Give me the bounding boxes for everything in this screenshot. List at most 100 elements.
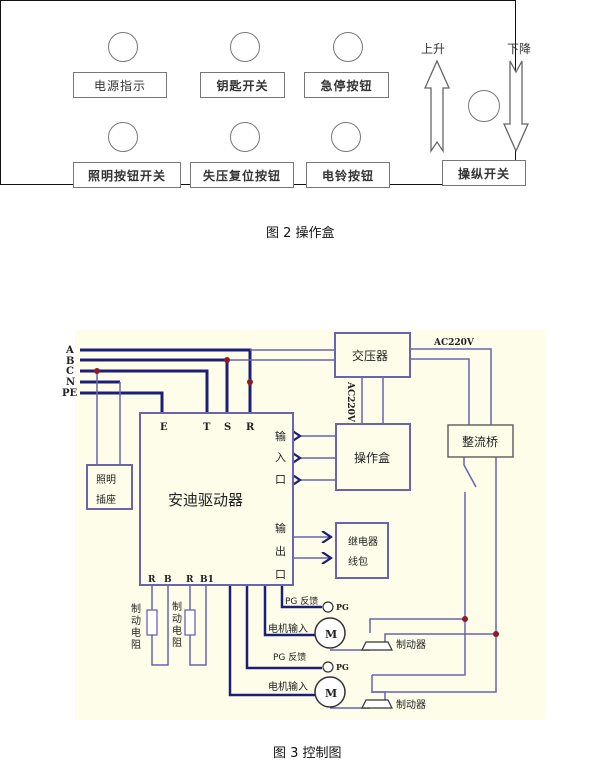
junction-dot [247,379,253,385]
wire-rectifier-left [372,492,466,676]
motor-2-icon [314,676,346,708]
key-switch-lamp[interactable] [230,32,260,62]
socket-label-1: 照明 [96,474,116,486]
key-switch-label[interactable]: 钥匙开关 [200,72,285,98]
motor-input-2-wire [228,585,315,697]
input-port-char-3: 口 [275,473,286,486]
wire-ac-rectifier-1 [410,348,492,425]
bell-button-label[interactable]: 电铃按钮 [306,162,390,188]
down-label: 下降 [507,42,532,56]
wire-brake1-a [369,618,465,633]
up-label: 上升 [421,42,446,56]
pg-2-label: PG [336,662,349,672]
transformer-box [334,332,411,378]
junction-dot [493,631,499,637]
motor-input-1-label: 电机输入 [268,622,308,635]
lighting-switch-lamp[interactable] [108,122,138,152]
socket-label-2: 插座 [96,493,116,506]
pg-1-label: PG [336,602,349,612]
phase-label-a: A [65,345,74,356]
undervoltage-reset-label[interactable]: 失压复位按钮 [190,162,294,188]
down-arrow-icon [502,60,530,153]
line-c [80,369,209,412]
brake-resistor-1-char: 阻 [131,639,141,651]
terminal-bottom-b: B [164,575,172,585]
joystick-arrows [423,59,530,154]
output-port-char-2: 出 [275,544,286,558]
brake-resistor-2-char: 动 [172,613,182,625]
wire-brake2-b [372,691,386,700]
brake-resistor-2-char: 电 [172,624,182,637]
wire-ac-rectifier-2 [410,358,470,425]
operation-box [335,423,411,491]
phase-label-n: N [66,377,75,388]
brake-2-icon [361,699,393,709]
pg-encoder-2-icon [322,661,334,673]
terminal-t: T [203,422,211,433]
brake-1-icon [361,641,393,651]
wire-rectifier-right [372,457,497,693]
terminal-bottom-b1: B1 [200,575,214,585]
pg-feedback-1-wire [280,585,322,609]
rectifier-label: 整流桥 [462,434,498,449]
brake-resistor-1-char: 动 [131,615,141,627]
brake-2-label: 制动器 [396,698,426,711]
motor-1-label: M [325,628,337,641]
bell-button-lamp[interactable] [331,122,361,152]
relay-coil-box [335,522,389,579]
operation-box-label: 操作盒 [354,450,390,465]
figure2-caption: 图 2 操作盒 [266,226,335,241]
pg-feedback-2-label: PG 反馈 [273,651,306,663]
relay-label-1: 继电器 [348,535,378,548]
terminal-s: S [224,422,231,433]
rectifier-box [447,424,514,458]
wire-brake1-b [384,633,496,642]
output-port-char-3: 口 [275,568,286,581]
brake-resistor-2-char: 制 [172,600,182,613]
motor-1-icon [314,617,346,649]
motor-input-2-label: 电机输入 [268,680,308,693]
junction-dot [94,368,100,374]
andi-driver-box [139,412,294,586]
phase-label-c: C [66,366,74,377]
phase-label-pe: PE [62,388,78,399]
brake-resistor-2-char: 阻 [172,637,182,649]
undervoltage-reset-lamp[interactable] [230,122,260,152]
joystick-knob[interactable] [468,90,500,122]
ac220v-side-label: AC220V [345,381,355,423]
phase-label-b: B [66,356,74,367]
emergency-stop-label[interactable]: 急停按钮 [304,72,389,98]
joystick-label[interactable]: 操纵开关 [442,160,526,186]
line-b [80,358,229,412]
power-indicator-lamp [108,32,138,62]
up-arrow-icon [423,59,451,154]
driver-label: 安迪驱动器 [168,491,243,509]
brake-resistor-1-char: 制 [131,602,141,615]
terminal-bottom-r1: R [148,575,156,585]
pg-feedback-1-label: PG 反馈 [285,595,318,607]
junction-dot [224,357,230,363]
relay-label-2: 线包 [348,555,368,568]
terminal-r: R [246,422,255,433]
ac220v-top-label: AC220V [433,338,475,348]
motor-2-label: M [325,687,337,700]
terminal-e: E [160,422,168,433]
pg-encoder-1-icon [322,601,334,613]
motor-input-1-wire [263,585,315,637]
input-port-char-2: 入 [275,451,286,464]
brake-resistor-1 [146,609,158,636]
terminal-bottom-r2: R [186,575,194,585]
input-port-char-1: 输 [275,429,286,443]
switch-contact [463,457,477,488]
brake-resistor-1-char: 电 [131,626,141,639]
transformer-label: 交压器 [352,348,388,363]
output-port-char-1: 输 [275,521,286,535]
power-indicator-label: 电源指示 [73,72,167,98]
line-pe [80,391,164,412]
brake-1-label: 制动器 [396,638,426,651]
lighting-socket-box [86,464,133,510]
emergency-stop-lamp[interactable] [333,32,363,62]
lighting-switch-label[interactable]: 照明按钮开关 [73,162,181,188]
figure3-caption: 图 3 控制图 [273,746,342,761]
